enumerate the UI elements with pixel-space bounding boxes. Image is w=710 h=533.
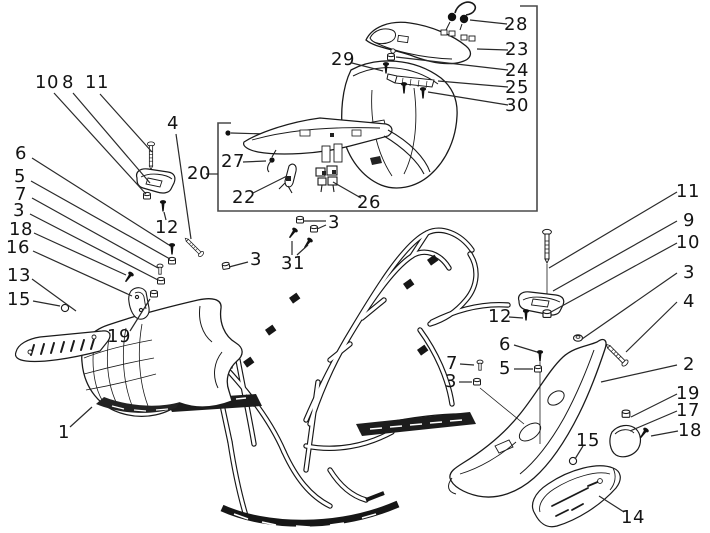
part-label-11: 11 (85, 72, 109, 93)
part-label-26: 26 (357, 192, 381, 213)
part-label-29: 29 (331, 49, 355, 70)
part-label-18: 18 (9, 219, 33, 240)
part-label-11: 11 (676, 181, 700, 202)
part-label-19: 19 (676, 383, 700, 404)
part-label-5: 5 (14, 166, 26, 187)
part-label-3: 3 (250, 249, 262, 270)
part-label-18: 18 (678, 420, 702, 441)
part-label-7: 7 (446, 353, 458, 374)
part-label-31: 31 (281, 253, 305, 274)
part-label-4: 4 (683, 291, 695, 312)
seat-area-fasteners (382, 48, 435, 99)
part-label-30: 30 (505, 95, 529, 116)
part-label-20: 20 (187, 163, 211, 184)
part-label-22: 22 (232, 187, 256, 208)
left-floor-board (14, 330, 111, 363)
part-label-13: 13 (7, 265, 31, 286)
part-label-2: 2 (683, 354, 695, 375)
seat-hinge-pins (445, 1, 477, 31)
inset-box (217, 5, 538, 212)
left-fastener-cluster (60, 235, 205, 313)
part-label-19: 19 (107, 326, 131, 347)
under-seat-tray (243, 117, 431, 175)
part-label-25: 25 (505, 77, 529, 98)
triangle-cover-group (568, 409, 650, 466)
part-label-15: 15 (7, 289, 31, 310)
part-label-5: 5 (499, 358, 511, 379)
part-label-27: 27 (221, 151, 245, 172)
part-label-1: 1 (58, 422, 70, 443)
part-label-12: 12 (488, 306, 512, 327)
part-label-3: 3 (13, 200, 25, 221)
part-label-3: 3 (445, 371, 457, 392)
part-label-17: 17 (676, 400, 700, 421)
left-footrest-pad-group (135, 141, 176, 212)
part-label-28: 28 (504, 14, 528, 35)
part-label-6: 6 (499, 334, 511, 355)
part-label-3: 3 (683, 262, 695, 283)
part-label-6: 6 (15, 143, 27, 164)
seat-latch-parts (267, 149, 338, 194)
leader-lines (29, 19, 679, 513)
right-floor-panel (531, 465, 621, 528)
central-cover (81, 298, 243, 418)
part-label-8: 8 (62, 72, 74, 93)
part-label-10: 10 (35, 72, 59, 93)
bracket-16 (128, 287, 150, 320)
part-label-16: 16 (6, 237, 30, 258)
part-label-14: 14 (621, 507, 645, 528)
right-cover-hardware (473, 350, 544, 444)
part-label-12: 12 (155, 217, 179, 238)
right-footrest-pad-group (517, 228, 630, 368)
saddle-seat (365, 21, 476, 65)
part-label-9: 9 (683, 210, 695, 231)
part-label-4: 4 (167, 113, 179, 134)
right-side-cover (448, 338, 607, 498)
part-label-15: 15 (576, 430, 600, 451)
part-label-3: 3 (328, 212, 340, 233)
part-label-23: 23 (505, 39, 529, 60)
part-label-7: 7 (15, 184, 27, 205)
part-label-24: 24 (505, 60, 529, 81)
part-label-10: 10 (676, 232, 700, 253)
under-seat-cover (341, 60, 458, 189)
